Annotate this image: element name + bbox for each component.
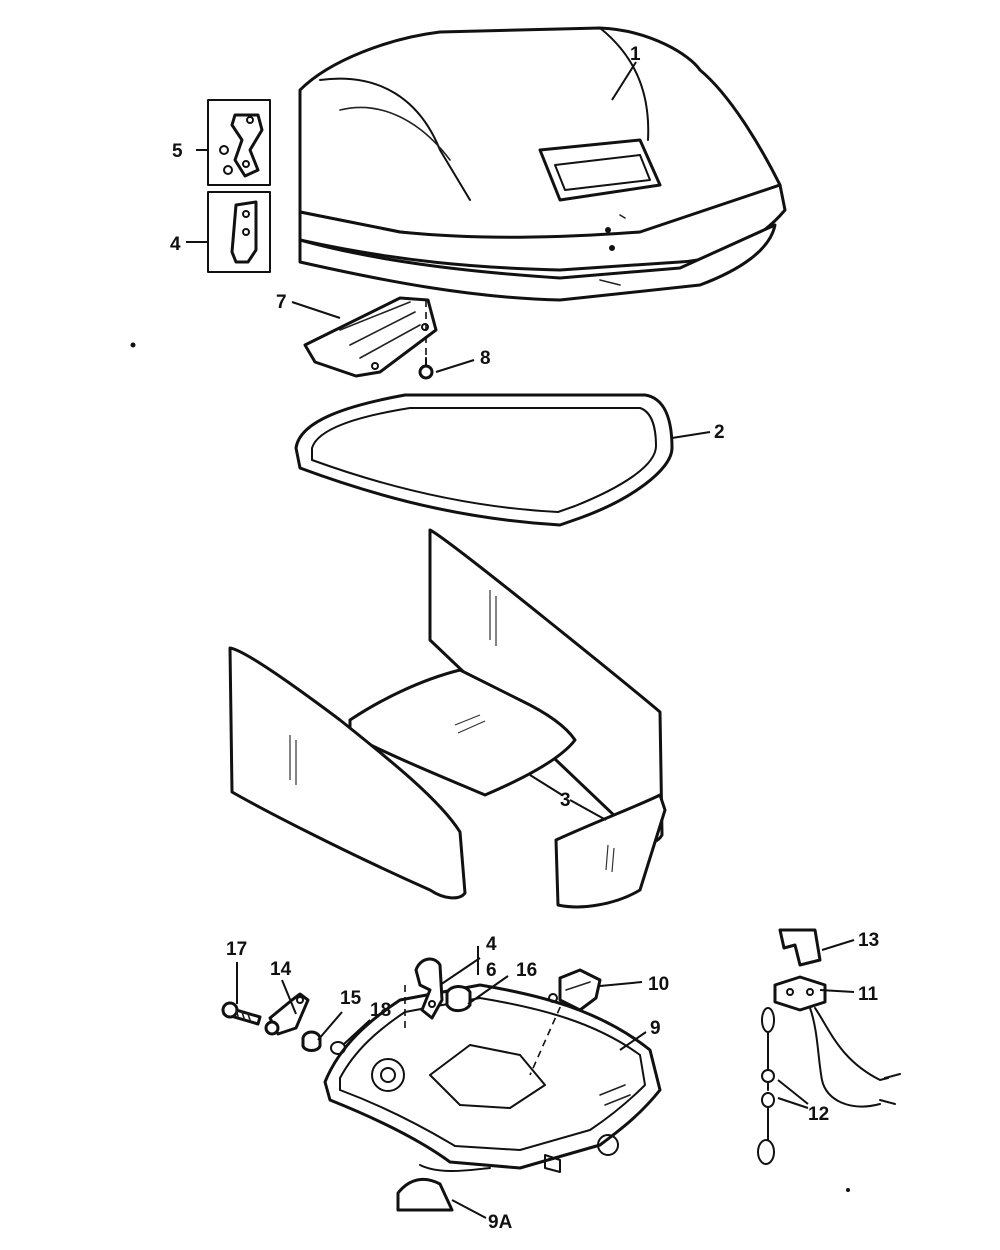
top-cowl-part-1 bbox=[298, 26, 787, 302]
label-16: 16 bbox=[516, 960, 537, 981]
leader-lines bbox=[186, 61, 855, 1219]
lever-part-6 bbox=[404, 957, 444, 1030]
latch-hook-part-7 bbox=[303, 296, 438, 378]
pad-part-9a bbox=[396, 1177, 454, 1212]
latch-part-4 bbox=[207, 191, 271, 273]
label-14: 14 bbox=[270, 959, 292, 980]
label-3: 3 bbox=[560, 790, 571, 811]
label-10: 10 bbox=[648, 974, 669, 995]
nut-part-15 bbox=[301, 1030, 322, 1052]
lanyard-part-12 bbox=[757, 1007, 775, 1165]
bottom-cowl-part-9 bbox=[323, 983, 662, 1173]
clamp-part-14 bbox=[264, 992, 310, 1036]
label-11: 11 bbox=[858, 984, 879, 1005]
label-5: 5 bbox=[172, 141, 183, 162]
screw-part-8 bbox=[418, 300, 434, 380]
label-2: 2 bbox=[714, 422, 725, 443]
stray-mark bbox=[846, 1188, 850, 1192]
stray-mark bbox=[130, 342, 136, 348]
label-9a: 9A bbox=[488, 1212, 513, 1233]
label-4-upper: 4 bbox=[170, 234, 181, 255]
label-1: 1 bbox=[630, 44, 641, 65]
label-15: 15 bbox=[340, 988, 362, 1009]
label-18: 18 bbox=[370, 1000, 391, 1021]
label-6: 6 bbox=[486, 960, 497, 981]
nut-part-16 bbox=[445, 985, 472, 1013]
insulation-panels-part-3 bbox=[228, 528, 667, 909]
label-8: 8 bbox=[480, 348, 491, 369]
label-17: 17 bbox=[226, 939, 247, 960]
seal-part-2 bbox=[294, 393, 674, 527]
washer-part-18 bbox=[330, 1041, 346, 1055]
label-4-lower: 4 bbox=[486, 934, 497, 955]
label-7: 7 bbox=[276, 292, 287, 313]
bracket-part-10 bbox=[548, 968, 602, 1012]
switch-part-11 bbox=[773, 975, 901, 1108]
label-12: 12 bbox=[808, 1104, 829, 1125]
decal-part-13 bbox=[778, 928, 822, 967]
latch-bracket-part-5 bbox=[207, 99, 271, 186]
label-9: 9 bbox=[650, 1018, 661, 1039]
callout-labels: 1 5 4 7 8 2 3 17 14 15 18 4 6 16 10 9 9A… bbox=[170, 44, 879, 1233]
label-13: 13 bbox=[858, 930, 879, 951]
bolt-part-17 bbox=[221, 1001, 262, 1026]
